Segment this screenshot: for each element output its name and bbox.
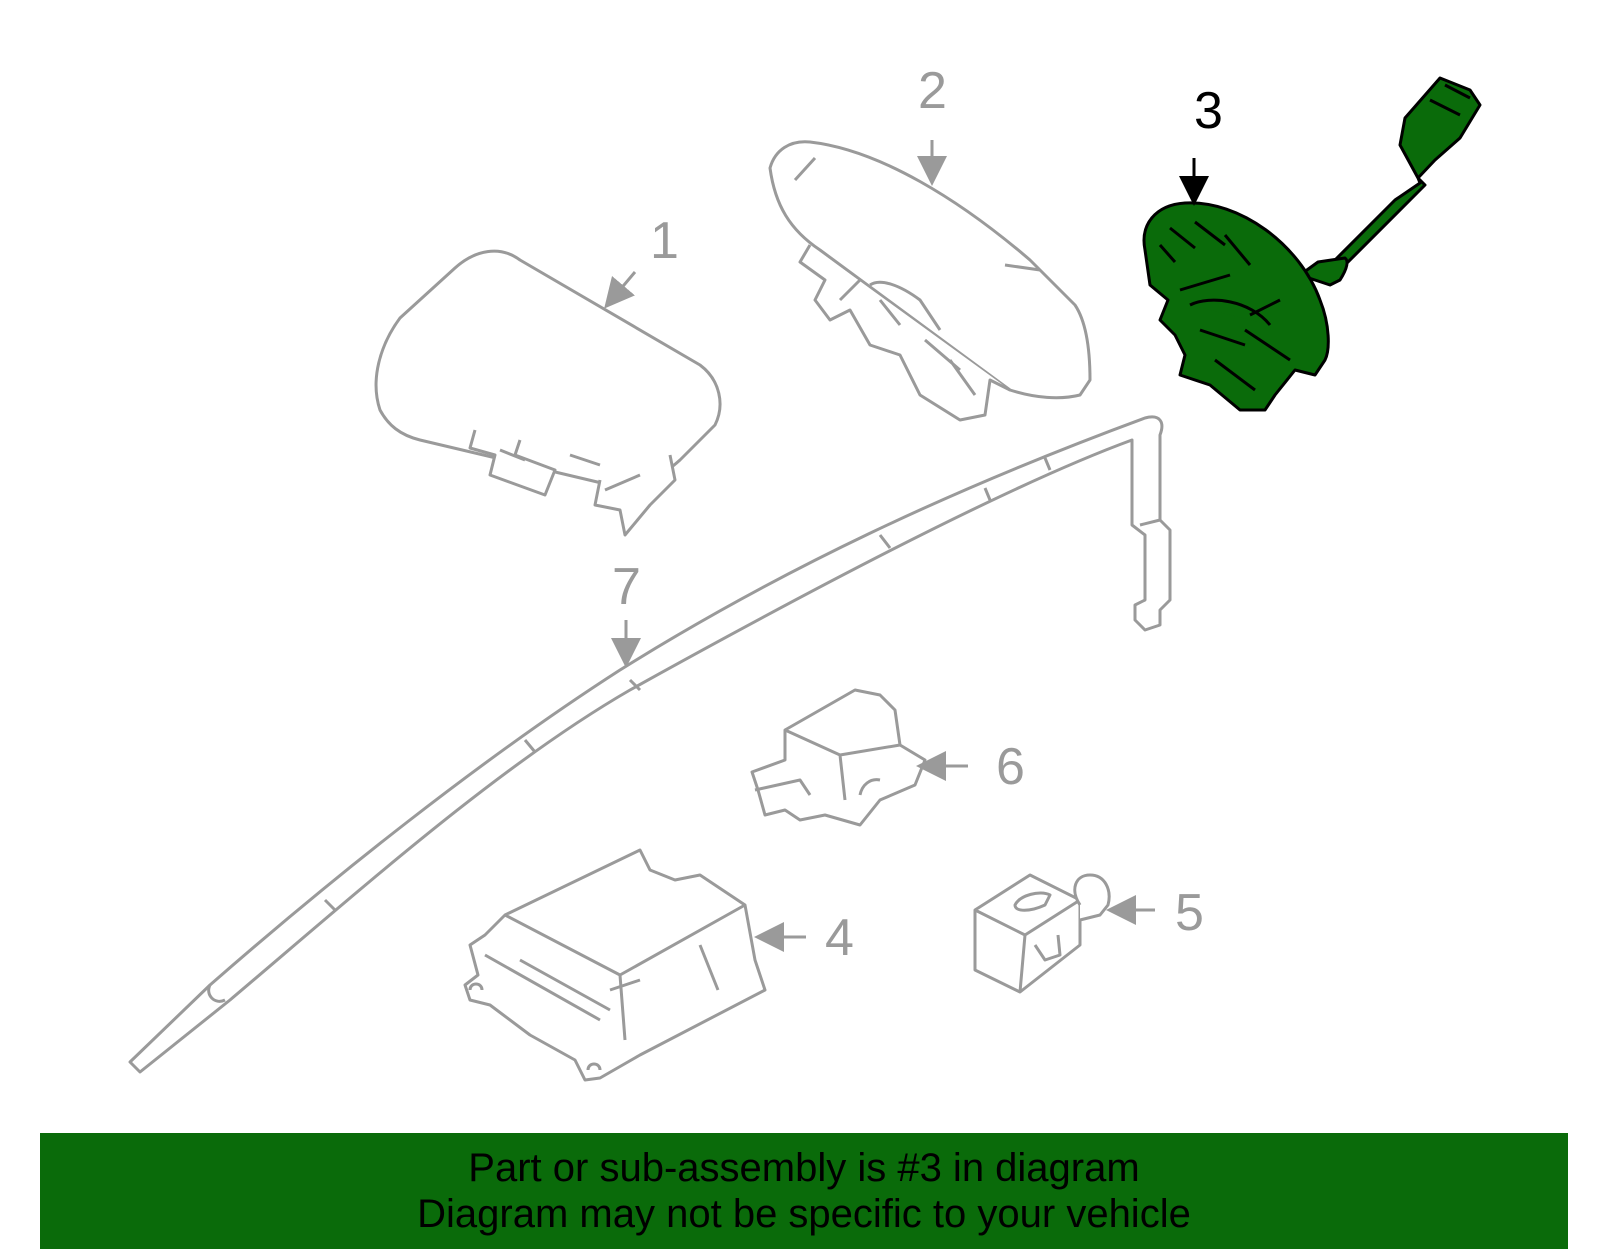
callout-4: 4 xyxy=(825,909,854,967)
part-2-driver-airbag[interactable] xyxy=(768,140,1092,422)
banner-line-1: Part or sub-assembly is #3 in diagram xyxy=(468,1146,1140,1190)
callout-2: 2 xyxy=(918,62,947,120)
callout-3: 3 xyxy=(1194,82,1223,140)
callout-1: 1 xyxy=(650,212,679,270)
part-3-clock-spring[interactable] xyxy=(1142,76,1482,412)
callout-7: 7 xyxy=(612,558,641,616)
info-banner: Part or sub-assembly is #3 in diagram Di… xyxy=(40,1133,1568,1249)
callout-5: 5 xyxy=(1175,884,1204,942)
part-6-sensor[interactable] xyxy=(750,688,927,827)
callout-1-arrow xyxy=(604,271,637,309)
part-5-sensor[interactable] xyxy=(973,873,1111,994)
banner-line-2: Diagram may not be specific to your vehi… xyxy=(417,1192,1191,1236)
callout-6: 6 xyxy=(996,738,1025,796)
part-1-passenger-airbag[interactable] xyxy=(374,249,722,537)
part-4-control-module[interactable] xyxy=(463,848,767,1082)
part-7-curtain-airbag[interactable] xyxy=(128,415,1172,1074)
